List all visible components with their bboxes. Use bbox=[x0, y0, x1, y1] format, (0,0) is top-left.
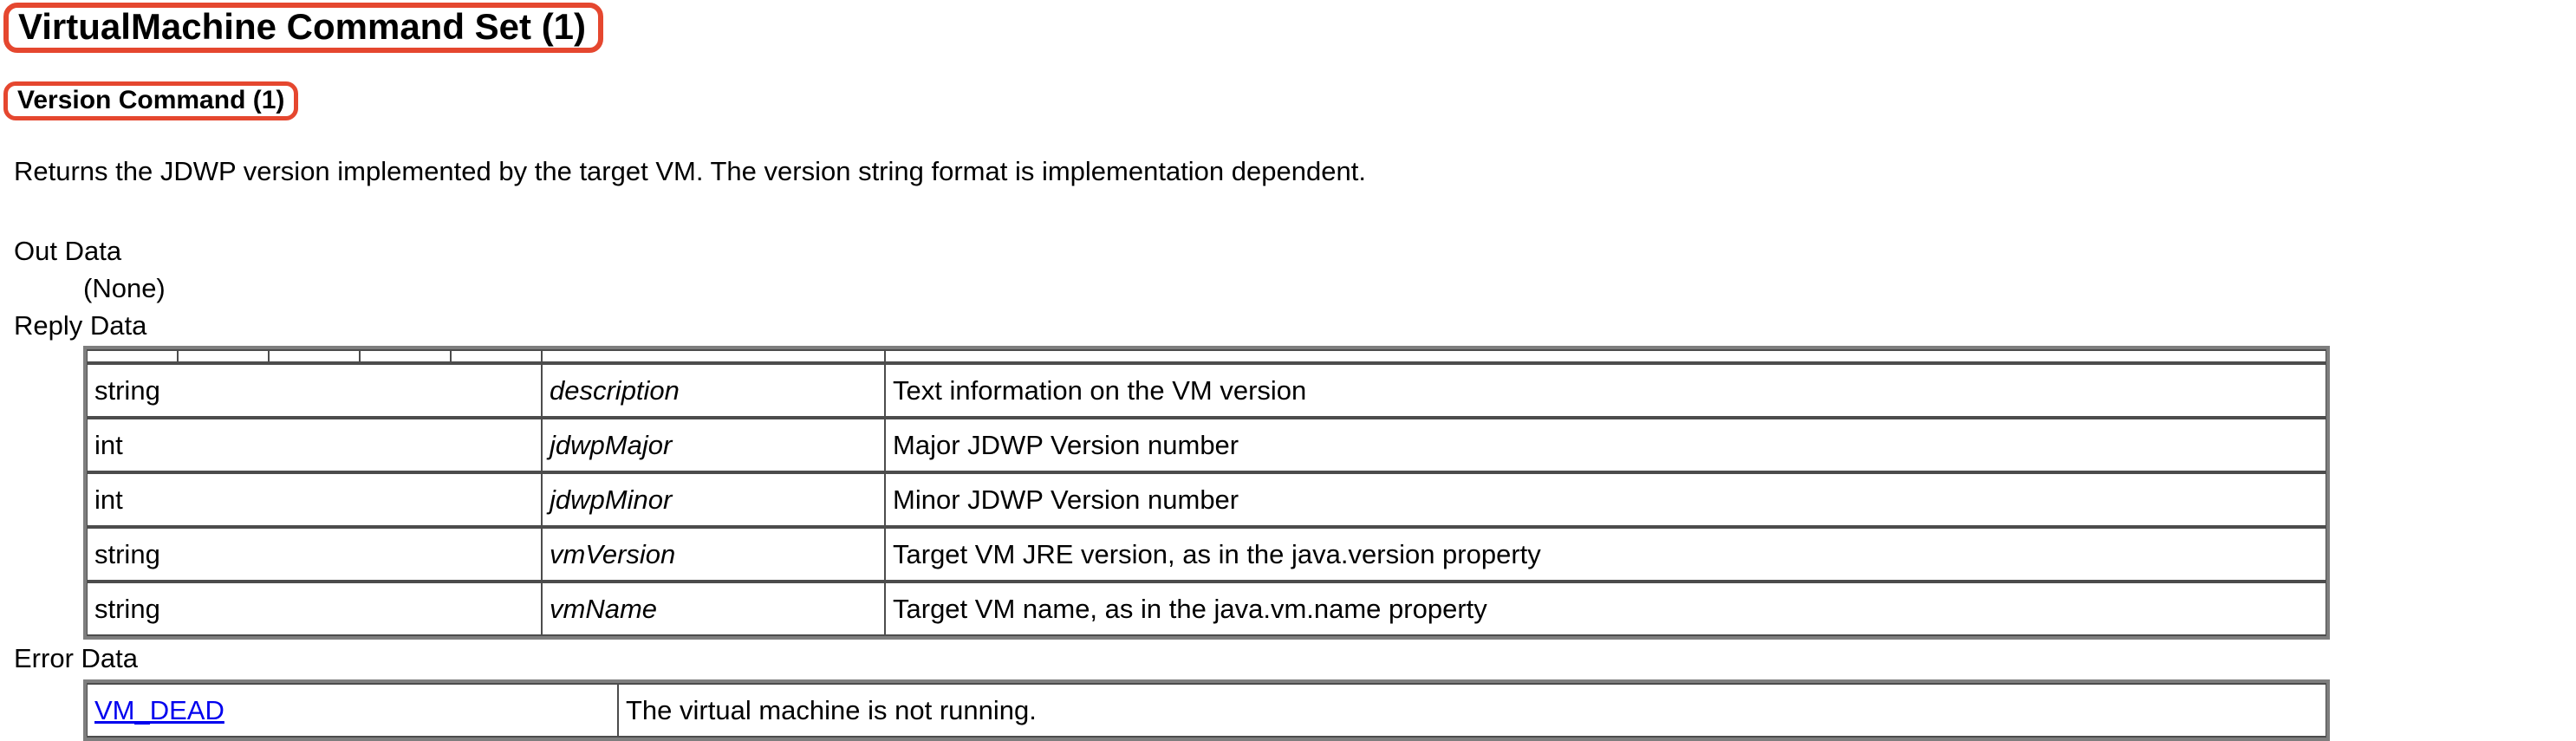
indent-cell bbox=[87, 349, 178, 364]
reply-data-label: Reply Data bbox=[14, 310, 147, 341]
out-data-label: Out Data bbox=[14, 235, 122, 266]
description-cell: Minor JDWP Version number bbox=[885, 472, 2326, 528]
name-cell: vmVersion bbox=[542, 527, 885, 582]
indent-cell bbox=[178, 349, 269, 364]
name-cell: jdwpMinor bbox=[542, 472, 885, 528]
error-code-cell: VM_DEAD bbox=[87, 682, 618, 738]
table-header-row bbox=[87, 349, 2326, 364]
error-data-label: Error Data bbox=[14, 643, 138, 674]
indent-cell bbox=[269, 349, 360, 364]
command-set-heading: VirtualMachine Command Set (1) bbox=[3, 3, 604, 53]
description-cell: Major JDWP Version number bbox=[885, 418, 2326, 473]
description-cell: Text information on the VM version bbox=[885, 363, 2326, 419]
name-cell: jdwpMajor bbox=[542, 418, 885, 473]
description-cell: Target VM JRE version, as in the java.ve… bbox=[885, 527, 2326, 582]
name-header-cell bbox=[542, 349, 885, 364]
name-cell: vmName bbox=[542, 582, 885, 637]
type-cell: string bbox=[87, 527, 542, 582]
indent-cell bbox=[451, 349, 542, 364]
type-cell: int bbox=[87, 418, 542, 473]
name-cell: description bbox=[542, 363, 885, 419]
command-spec-list: Out Data (None) Reply Data stri bbox=[14, 232, 2576, 741]
command-description: Returns the JDWP version implemented by … bbox=[14, 156, 1366, 187]
version-command-heading: Version Command (1) bbox=[3, 81, 299, 121]
error-code-link[interactable]: VM_DEAD bbox=[94, 694, 224, 725]
table-row: VM_DEAD The virtual machine is not runnin… bbox=[87, 682, 2326, 738]
out-data-value: (None) bbox=[83, 272, 166, 303]
error-data-table-wrap: VM_DEAD The virtual machine is not runnin… bbox=[83, 679, 2576, 741]
description-cell: Target VM name, as in the java.vm.name p… bbox=[885, 582, 2326, 637]
error-data-table: VM_DEAD The virtual machine is not runnin… bbox=[83, 679, 2330, 741]
indent-cell bbox=[360, 349, 451, 364]
type-cell: int bbox=[87, 472, 542, 528]
error-description-cell: The virtual machine is not running. bbox=[618, 682, 2326, 738]
type-cell: string bbox=[87, 363, 542, 419]
type-cell: string bbox=[87, 582, 542, 637]
description-header-cell bbox=[885, 349, 2326, 364]
